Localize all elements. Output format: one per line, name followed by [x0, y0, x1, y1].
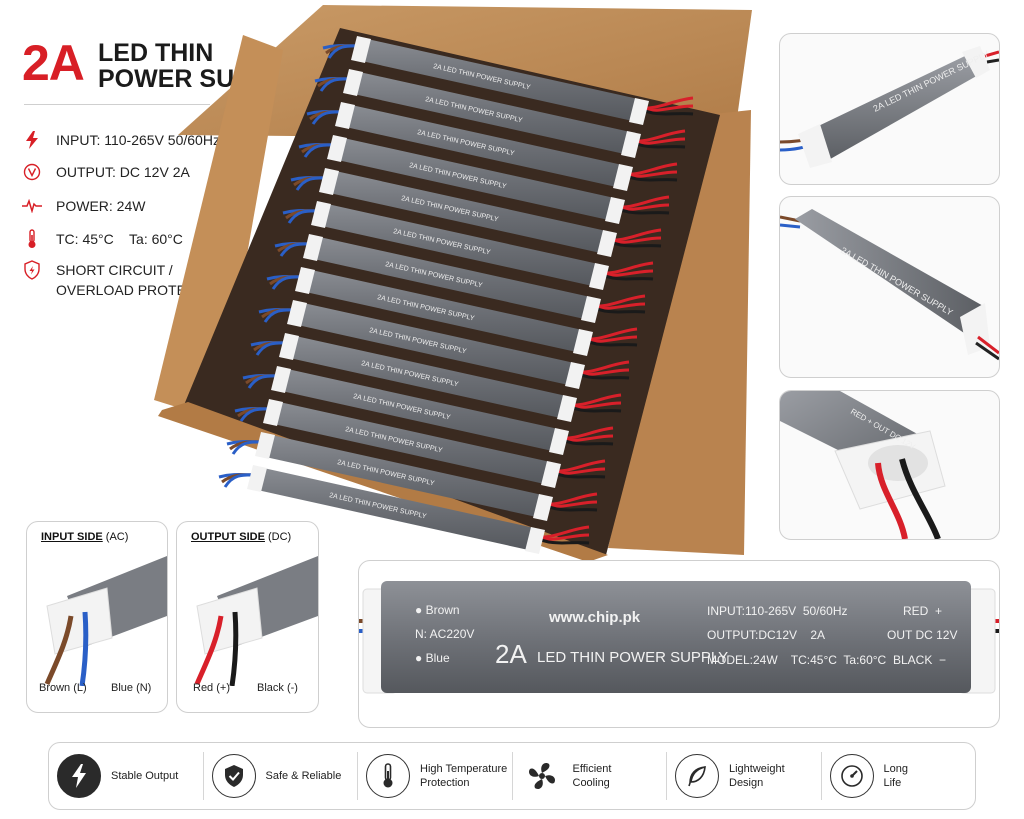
spec-input-text: INPUT: 110-265V 50/60Hz — [56, 132, 220, 148]
input-side-title: INPUT SIDE (AC) — [41, 531, 129, 543]
pulse-icon — [22, 196, 42, 216]
title-divider — [24, 104, 210, 105]
title-rating: 2A — [22, 35, 85, 91]
label-output-spec: OUTPUT:DC12V 2A — [707, 628, 826, 642]
input-right-wire-label: Blue (N) — [111, 682, 152, 694]
shield-check-icon — [211, 754, 256, 798]
label-ac: N: AC220V — [415, 627, 475, 641]
label-input-spec: INPUT:110-265V 50/60Hz — [707, 604, 848, 618]
closeup-panel-bottom: RED + OUT DC 12V — [779, 390, 1000, 540]
closeup-panel-top: 2A LED THIN POWER SUPPLY — [779, 33, 1000, 185]
input-side-panel: INPUT SIDE (AC) Brown (L) Blue (N) — [26, 521, 168, 713]
features-bar: Stable Output Safe & Reliable High Tempe… — [48, 742, 976, 810]
output-left-wire-label: Red (+) — [193, 682, 230, 694]
front-label-panel: ● Brown N: AC220V ● Blue www.chip.pk 2A … — [358, 560, 1000, 728]
voltage-icon — [22, 162, 42, 182]
feature-label: Lightweight Design — [729, 763, 785, 789]
feature-label: High Temperature Protection — [420, 763, 508, 789]
lightning-icon — [22, 130, 42, 150]
title-line-1: LED THIN — [98, 39, 214, 67]
label-rating: 2A — [495, 639, 527, 669]
label-red-plus: RED + — [903, 604, 943, 618]
spec-power: POWER: 24W — [22, 196, 145, 216]
spec-temperature: TC: 45°C Ta: 60°C — [22, 229, 183, 249]
spec-output: OUTPUT: DC 12V 2A — [22, 162, 190, 182]
feature-label: Long Life — [883, 763, 908, 789]
label-product-name: LED THIN POWER SUPPLY — [537, 649, 729, 666]
feather-icon — [675, 754, 719, 798]
spec-power-text: POWER: 24W — [56, 198, 146, 214]
label-blue: ● Blue — [415, 651, 450, 665]
box-unit: 2A LED THIN POWER SUPPLY — [274, 234, 646, 323]
box-unit: 2A LED THIN POWER SUPPLY — [266, 267, 638, 356]
closeup-panel-middle: 2A LED THIN POWER SUPPLY — [779, 196, 1000, 378]
thermometer-icon — [22, 229, 42, 249]
feature-safe-reliable: Safe & Reliable — [204, 752, 358, 800]
feature-high-temp: High Temperature Protection — [358, 752, 513, 800]
svg-text:2A LED THIN POWER SUPPLY: 2A LED THIN POWER SUPPLY — [871, 49, 990, 114]
output-side-title: OUTPUT SIDE (DC) — [191, 531, 292, 543]
label-brown: ● Brown — [415, 603, 460, 617]
feature-label: Efficient Cooling — [572, 763, 612, 789]
feature-long-life: Long Life — [822, 752, 976, 800]
shield-icon — [22, 260, 42, 280]
feature-lightweight: Lightweight Design — [667, 752, 822, 800]
feature-cooling: Efficient Cooling — [513, 752, 667, 800]
output-side-panel: OUTPUT SIDE (DC) Red (+) Black (-) — [176, 521, 319, 713]
label-website: www.chip.pk — [549, 609, 641, 626]
fan-icon — [520, 755, 563, 797]
spec-temperature-text: TC: 45°C Ta: 60°C — [56, 231, 183, 247]
feature-stable-output: Stable Output — [49, 752, 204, 800]
gauge-icon — [829, 754, 874, 798]
output-right-wire-label: Black (-) — [257, 682, 298, 694]
feature-label: Stable Output — [111, 770, 179, 782]
box-unit: 2A LED THIN POWER SUPPLY — [226, 432, 598, 521]
label-out-dc: OUT DC 12V — [887, 628, 958, 642]
spec-input: INPUT: 110-265V 50/60Hz — [22, 130, 220, 150]
box-unit: 2A LED THIN POWER SUPPLY — [306, 102, 678, 191]
feature-label: Safe & Reliable — [265, 770, 342, 782]
thermometer-icon — [366, 754, 410, 798]
spec-output-text: OUTPUT: DC 12V 2A — [56, 164, 190, 180]
box-unit: 2A LED THIN POWER SUPPLY — [322, 36, 694, 125]
label-model-spec: MODEL:24W TC:45°C Ta:60°C — [707, 653, 887, 667]
lightning-icon — [57, 754, 101, 798]
input-left-wire-label: Brown (L) — [39, 682, 87, 694]
label-black-minus: BLACK − — [893, 653, 947, 667]
